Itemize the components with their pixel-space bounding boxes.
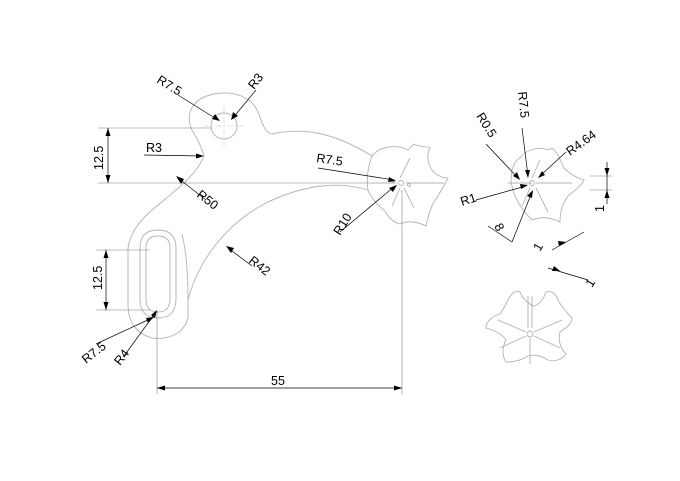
label-detail-r1: R1 — [459, 191, 479, 209]
label-r42: R42 — [246, 253, 273, 278]
label-detail-1-lower: 1 — [530, 240, 546, 253]
label-detail-r4-64: R4.64 — [564, 127, 599, 158]
label-r3-left: R3 — [146, 141, 162, 155]
lower-star-wheel — [485, 290, 573, 364]
right-star-wheel — [366, 143, 449, 227]
label-r3-top: R3 — [245, 71, 266, 92]
label-r10: R10 — [331, 211, 355, 238]
label-r50: R50 — [194, 187, 221, 212]
label-detail-8: 8 — [491, 221, 507, 234]
label-55: 55 — [271, 374, 285, 388]
label-r7-5-top: R7.5 — [154, 73, 184, 99]
slot-hole — [139, 229, 177, 319]
label-detail-1-gap: 1 — [583, 276, 599, 289]
label-12-5-top: 12.5 — [92, 146, 106, 170]
dimension-labels: R7.5 R3 12.5 R3 R50 R7.5 R10 R42 12.5 R7… — [79, 71, 607, 388]
label-detail-1-right: 1 — [593, 205, 607, 212]
dimension-lines — [95, 89, 610, 391]
label-r7-5-slot: R7.5 — [79, 339, 108, 366]
label-r4-slot: R4 — [111, 347, 132, 368]
label-r7-5-right: R7.5 — [316, 151, 344, 169]
label-12-5-slot: 12.5 — [91, 266, 105, 290]
main-part-outline — [127, 92, 373, 339]
label-detail-r0-5: R0.5 — [473, 110, 499, 140]
detail-star-wheel — [508, 147, 585, 223]
top-hole — [210, 112, 238, 140]
label-detail-r7-5: R7.5 — [515, 91, 532, 119]
